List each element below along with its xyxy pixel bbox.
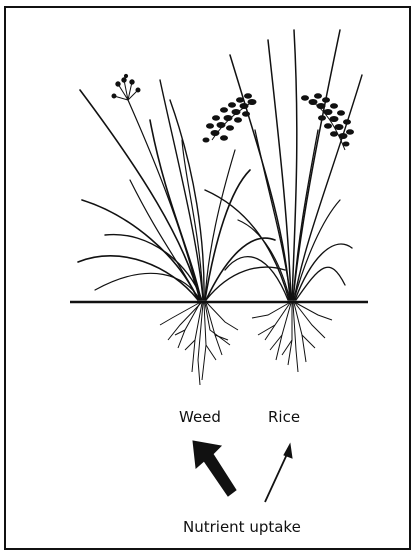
rice-panicle-left: [203, 94, 256, 142]
rice-uptake-arrow: [265, 444, 292, 502]
weed-roots: [160, 303, 238, 385]
rice-roots: [252, 303, 332, 372]
nutrient-uptake-label: Nutrient uptake: [183, 518, 301, 536]
weed-plant: [78, 80, 285, 300]
rice-label: Rice: [268, 408, 300, 426]
weed-label: Weed: [179, 408, 221, 426]
weed-flower-head: [112, 74, 140, 100]
rice-panicle-right: [302, 94, 354, 150]
rice-plant: [205, 30, 362, 300]
weed-uptake-arrow: [193, 441, 236, 496]
